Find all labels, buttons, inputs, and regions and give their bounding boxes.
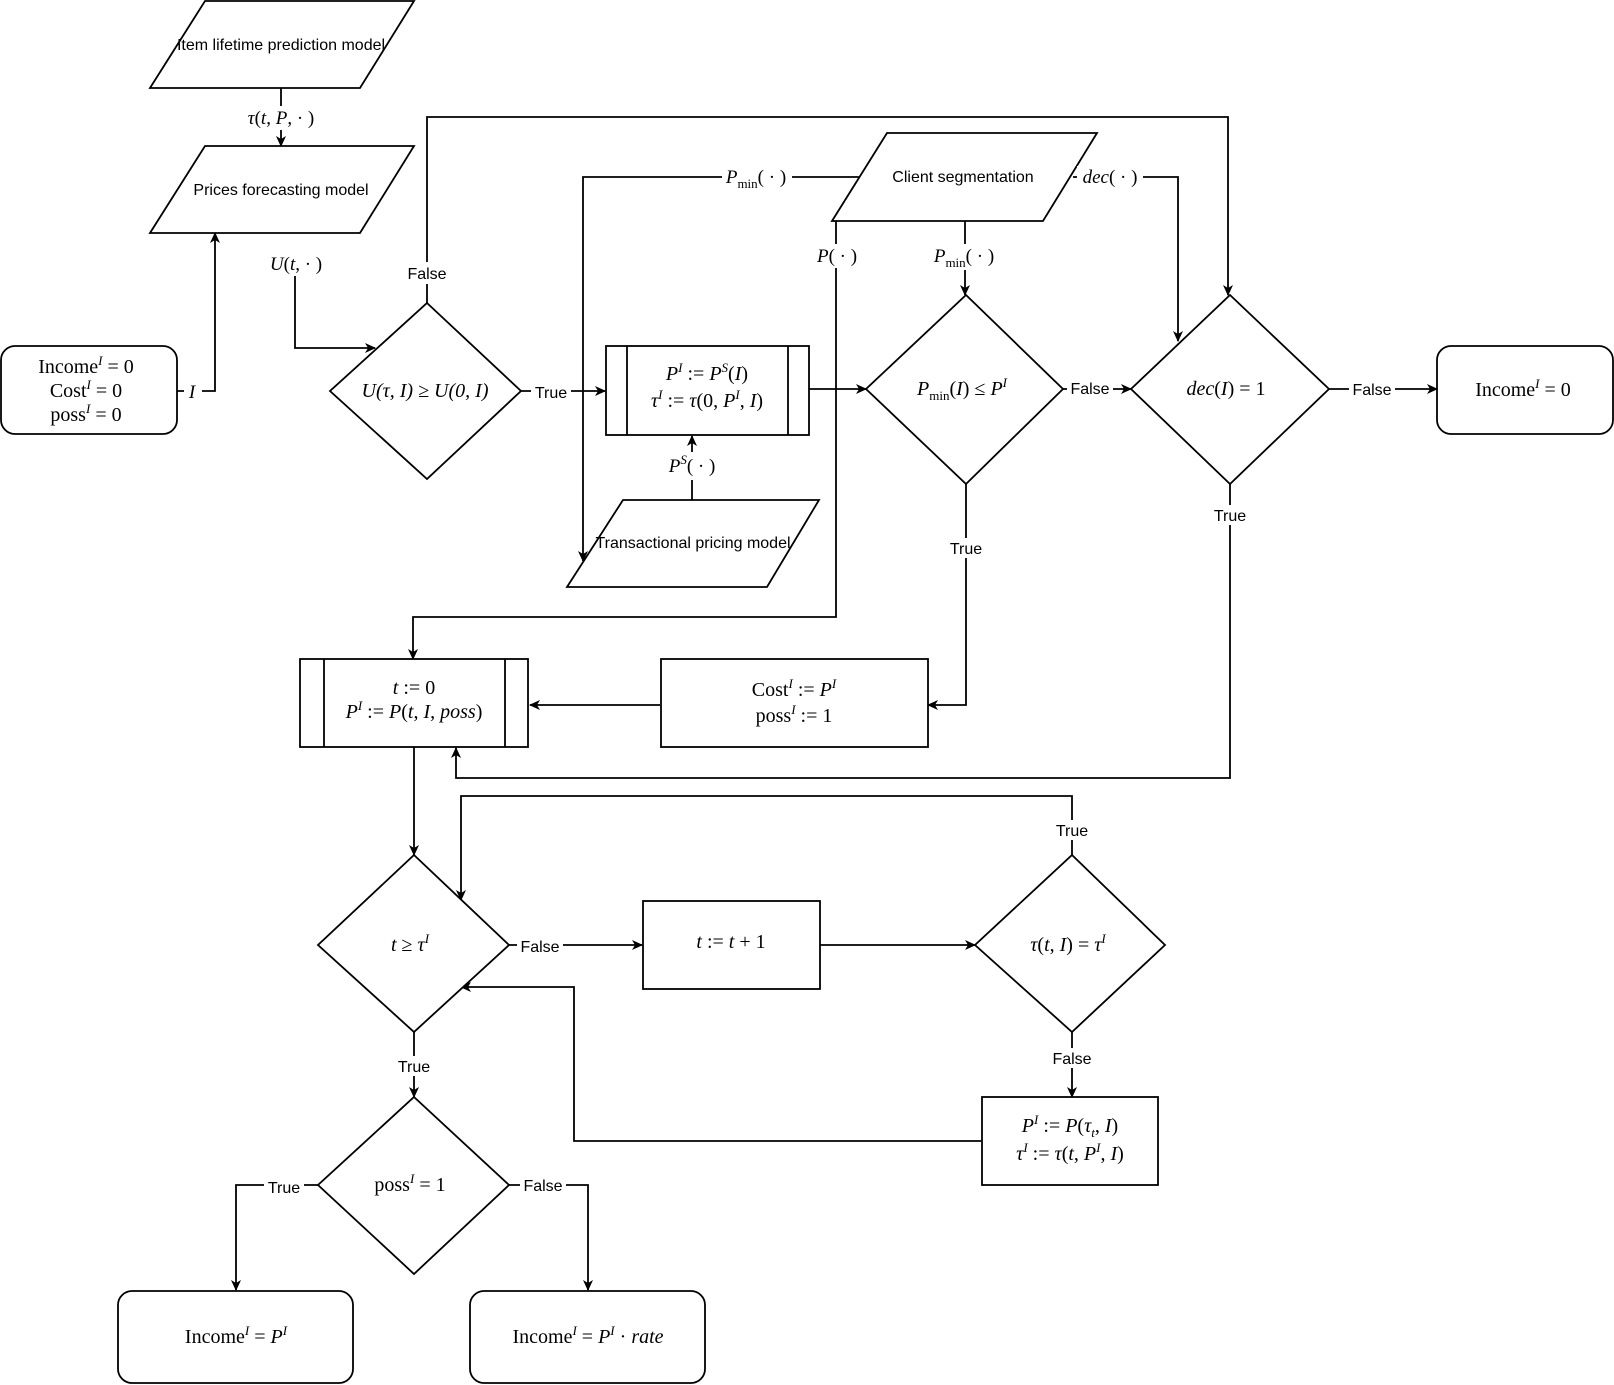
edge-poss-true-to-income-price — [231, 1184, 318, 1291]
poss-condition: possI = 1 — [316, 1095, 511, 1276]
item-lifetime-label: Item lifetime prediction model — [177, 37, 385, 54]
init-state: IncomeI = 0 CostI = 0 possI = 0 — [0, 345, 178, 435]
label-true-t: True — [398, 1059, 430, 1076]
label-u-fn: U(t, · ) — [270, 254, 322, 275]
income-zero-label: IncomeI = 0 — [1475, 376, 1571, 401]
edge-utility-false-to-dec — [426, 116, 1233, 303]
seller-process-line1: PI := PS(I) — [665, 360, 748, 385]
cost-assign-line1: CostI := PI — [752, 676, 837, 701]
increment-step: t := t + 1 — [642, 900, 821, 990]
tau-condition-label: τ(t, I) = τI — [1030, 931, 1106, 956]
label-false-dec: False — [1352, 382, 1391, 399]
t-condition: t ≥ τI — [316, 853, 511, 1034]
edge-update-to-t — [460, 982, 981, 1142]
item-lifetime-model: Item lifetime prediction model — [148, 0, 416, 89]
dec-condition-label: dec(I) = 1 — [1186, 378, 1265, 400]
income-price: IncomeI = PI — [117, 1290, 354, 1384]
label-false-t: False — [520, 939, 559, 956]
label-true-tau: True — [1056, 823, 1088, 840]
label-dec-fn: dec( · ) — [1083, 167, 1138, 188]
label-i-input: I — [188, 382, 197, 403]
income-price-label: IncomeI = PI — [185, 1323, 288, 1348]
edge-poss-false-to-income-rate — [509, 1184, 593, 1291]
client-segmentation-label: Client segmentation — [892, 169, 1033, 186]
edge-segmentation-to-dec — [1073, 176, 1183, 342]
start-process: t := 0 PI := P(t, I, poss) — [299, 658, 529, 748]
label-pmin-top: Pmin( · ) — [725, 167, 786, 191]
init-poss: possI = 0 — [50, 401, 121, 426]
update-price: PI := P(τt, I) τI := τ(t, PI, I) — [981, 1096, 1159, 1186]
prices-forecasting-model: Prices forecasting model — [148, 145, 416, 234]
income-rate: IncomeI = PI · rate — [469, 1290, 706, 1384]
seller-process: PI := PS(I) τI := τ(0, PI, I) — [605, 345, 810, 436]
label-ps-fn: PS( · ) — [668, 452, 716, 477]
utility-condition: U(τ, I) ≥ U(0, I) — [328, 301, 523, 481]
tau-condition: τ(t, I) = τI — [973, 853, 1167, 1034]
prices-forecasting-label: Prices forecasting model — [193, 182, 368, 199]
cost-assign: CostI := PI possI := 1 — [660, 658, 929, 748]
dec-condition: dec(I) = 1 — [1129, 293, 1331, 486]
label-pmin-down: Pmin( · ) — [933, 246, 994, 270]
init-cost: CostI = 0 — [50, 377, 122, 402]
transactional-pricing-label: Transactional pricing model — [595, 535, 790, 552]
init-income: IncomeI = 0 — [38, 353, 134, 378]
seller-process-line2: τI := τ(0, PI, I) — [651, 387, 763, 412]
pmin-condition: Pmin(I) ≤ PI — [864, 293, 1065, 486]
start-process-line1: t := 0 — [393, 677, 435, 699]
client-segmentation: Client segmentation — [830, 132, 1099, 222]
start-process-line2: PI := P(t, I, poss) — [345, 698, 483, 723]
poss-condition-label: possI = 1 — [374, 1171, 445, 1196]
update-price-line2: τI := τ(t, PI, I) — [1016, 1140, 1124, 1165]
edge-tau-true-to-t — [456, 795, 1073, 901]
income-zero: IncomeI = 0 — [1436, 345, 1614, 435]
label-false-poss: False — [523, 1178, 562, 1195]
label-true-utility: True — [535, 385, 567, 402]
label-true-dec: True — [1214, 508, 1246, 525]
utility-condition-label: U(τ, I) ≥ U(0, I) — [362, 380, 489, 402]
label-false-pmin: False — [1070, 381, 1109, 398]
edge-labels: τ(t, P, · ) U(t, · ) I False True Pmin( … — [184, 106, 1395, 1197]
label-true-poss: True — [268, 1180, 300, 1197]
t-condition-label: t ≥ τI — [391, 931, 430, 956]
label-p-fn: P( · ) — [816, 246, 857, 267]
cost-assign-line2: possI := 1 — [756, 702, 833, 727]
increment-label: t := t + 1 — [696, 931, 765, 953]
label-true-pmin: True — [950, 541, 982, 558]
label-false-tau: False — [1052, 1051, 1091, 1068]
label-tau-fn: τ(t, P, · ) — [248, 108, 314, 129]
income-rate-label: IncomeI = PI · rate — [512, 1323, 663, 1348]
edge-segmentation-to-start — [408, 221, 837, 660]
edge-dec-true-to-start — [451, 484, 1231, 779]
transactional-pricing-model: Transactional pricing model — [565, 499, 821, 588]
edge-forecast-to-utility — [294, 273, 376, 353]
edge-pmin-true-to-cost — [927, 484, 967, 710]
label-false-utility: False — [407, 266, 446, 283]
edge-init-to-forecast — [177, 232, 220, 392]
